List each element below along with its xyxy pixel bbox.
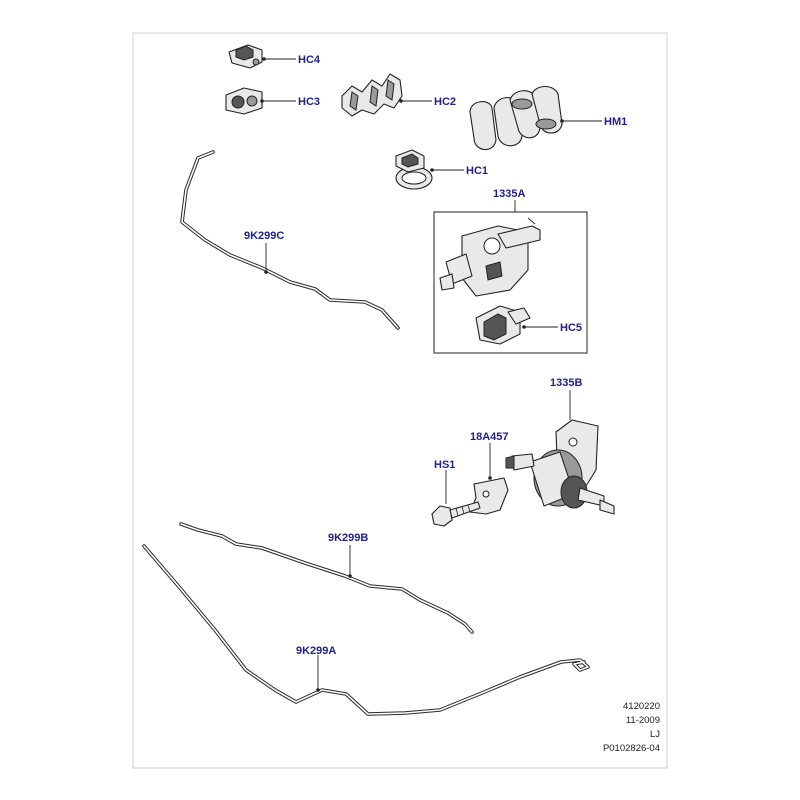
clip-hm1 <box>469 85 602 151</box>
clip-hc2 <box>341 73 432 117</box>
footer-drawing-ref: P0102826-04 <box>602 743 660 754</box>
clip-hc1 <box>395 149 464 190</box>
label-hs1: HS1 <box>434 459 455 471</box>
label-hc5: HC5 <box>560 322 582 334</box>
footer-initials: LJ <box>649 729 660 740</box>
footer-code: 4120220 <box>623 701 660 712</box>
label-hc4: HC4 <box>298 54 321 66</box>
detail-box-1335a <box>433 211 588 354</box>
pump-1335b <box>505 419 615 515</box>
clip-hc3 <box>225 87 296 115</box>
label-hc1: HC1 <box>466 165 488 177</box>
pipe-9k299b <box>179 522 474 634</box>
label-9k299b: 9K299B <box>328 532 368 544</box>
pipe-9k299c <box>180 150 400 330</box>
label-hc2: HC2 <box>434 96 456 108</box>
label-9k299c: 9K299C <box>244 230 284 242</box>
bolt-hs1 <box>431 501 481 527</box>
drawing-info: 4120220 11-2009 LJ P0102826-04 <box>603 700 660 756</box>
label-1335b: 1335B <box>550 377 582 389</box>
filter-assembly-1335a <box>439 217 541 297</box>
diagram-frame <box>132 32 668 769</box>
pipe-9k299a <box>142 544 590 716</box>
footer-date: 11-2009 <box>625 715 660 726</box>
label-hm1: HM1 <box>604 116 627 128</box>
clip-hc4 <box>228 44 296 69</box>
label-18a457: 18A457 <box>470 431 509 443</box>
clip-hc5 <box>475 305 558 345</box>
label-hc3: HC3 <box>298 96 320 108</box>
label-1335a: 1335A <box>493 188 525 200</box>
label-9k299a: 9K299A <box>296 645 336 657</box>
